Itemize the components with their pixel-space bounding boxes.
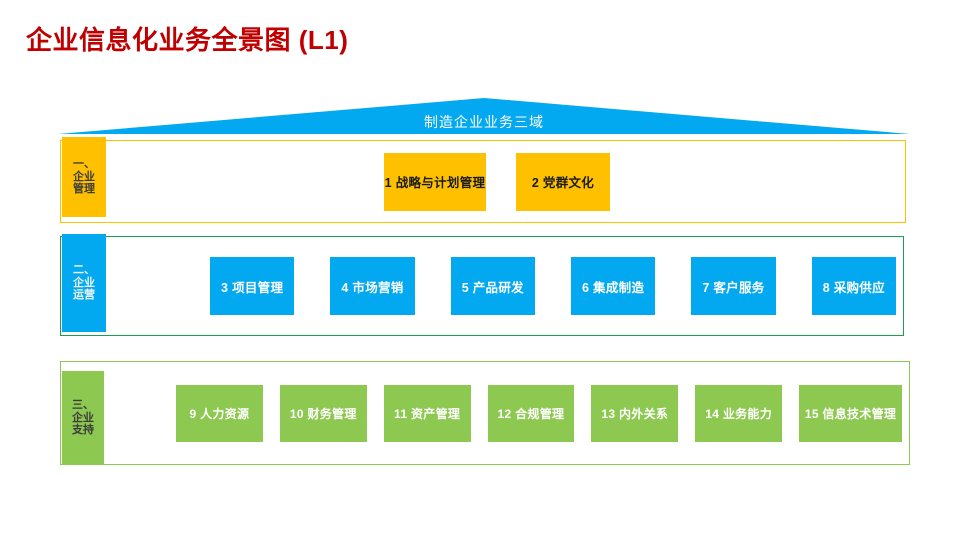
domain-card-4[interactable]: 4 市场营销 [330,257,415,315]
tier-label-line-2: 企业 [72,411,94,424]
card-list-row-2: 3 项目管理 4 市场营销 5 产品研发 6 集成制造 7 客户服务 8 采购供… [118,236,896,336]
domain-card-6[interactable]: 6 集成制造 [570,257,656,315]
domain-card-3[interactable]: 3 项目管理 [210,257,295,315]
roof-shape [58,98,910,134]
domain-card-1[interactable]: 1 战略与计划管理 [384,152,486,211]
roof-banner: 制造企业业务三域 [58,98,910,134]
tier-label-line-3: 支持 [72,424,94,437]
domain-card-14[interactable]: 14 业务能力 [695,384,783,442]
domain-card-10[interactable]: 10 财务管理 [279,384,367,442]
tier-label-line-2: 企业 [73,170,95,183]
domain-card-5[interactable]: 5 产品研发 [450,257,535,315]
tier-label-enterprise-operation: 二、 企业 运营 [62,234,106,332]
domain-card-8[interactable]: 8 采购供应 [811,257,896,315]
domain-card-2[interactable]: 2 党群文化 [516,152,610,211]
tier-label-line-3: 管理 [73,183,95,196]
card-list-row-3: 9 人力资源 10 财务管理 11 资产管理 12 合规管理 13 内外关系 1… [116,361,903,465]
tier-label-line-3: 运营 [73,289,95,302]
tier-label-line-1: 一、 [73,158,95,171]
tier-label-line-1: 三、 [72,399,94,412]
page-title: 企业信息化业务全景图 (L1) [26,25,349,55]
domain-card-15[interactable]: 15 信息技术管理 [799,384,903,442]
domain-card-13[interactable]: 13 内外关系 [591,384,679,442]
card-list-row-1: 1 战略与计划管理 2 党群文化 [118,140,896,223]
tier-label-enterprise-management: 一、 企业 管理 [62,137,106,217]
tier-label-line-2: 企业 [73,276,95,289]
tier-row-enterprise-operation: 二、 企业 运营 3 项目管理 4 市场营销 5 产品研发 6 集成制造 7 客… [60,234,904,336]
domain-card-12[interactable]: 12 合规管理 [487,384,575,442]
tier-row-enterprise-management: 一、 企业 管理 1 战略与计划管理 2 党群文化 [60,137,906,223]
domain-card-11[interactable]: 11 资产管理 [383,384,471,442]
tier-row-enterprise-support: 三、 企业 支持 9 人力资源 10 财务管理 11 资产管理 12 合规管理 … [60,361,910,465]
tier-label-enterprise-support: 三、 企业 支持 [62,371,104,465]
tier-label-line-1: 二、 [73,264,95,277]
domain-card-7[interactable]: 7 客户服务 [691,257,776,315]
domain-card-9[interactable]: 9 人力资源 [176,384,263,442]
